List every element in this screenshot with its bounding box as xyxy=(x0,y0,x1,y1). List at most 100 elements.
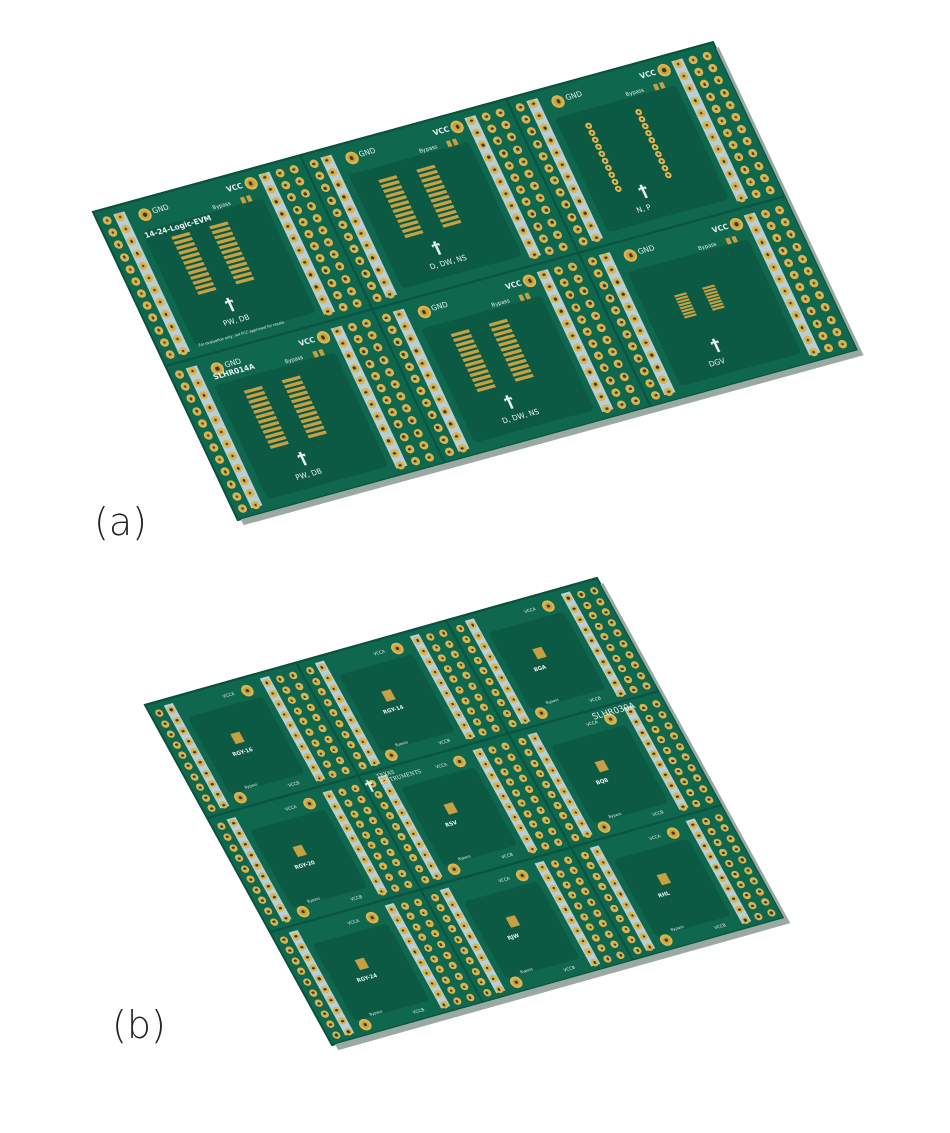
vcc-label: VCC xyxy=(297,335,317,349)
pin-hole xyxy=(595,322,608,333)
vccb-label: VCCB xyxy=(349,893,364,902)
pin-hole xyxy=(771,233,783,244)
pin-hole xyxy=(802,265,815,277)
pin-hole xyxy=(299,692,311,702)
pin-hole xyxy=(808,278,820,289)
pin-hole xyxy=(316,724,328,733)
vccb-pad xyxy=(595,819,613,834)
pin-hole xyxy=(593,621,605,631)
pin-hole xyxy=(301,977,313,987)
pin-hole xyxy=(446,924,458,934)
pin-hole xyxy=(330,207,343,218)
pin-hole xyxy=(417,908,429,918)
pin-hole xyxy=(490,724,502,734)
pin-hole xyxy=(819,302,832,313)
pin-hole xyxy=(383,872,395,882)
pin-hole xyxy=(371,851,383,861)
pin-hole xyxy=(568,865,580,875)
pin-hole xyxy=(597,918,609,928)
pin-hole xyxy=(377,354,390,366)
pin-hole xyxy=(543,163,556,174)
pin-hole xyxy=(644,377,657,389)
pin-hole xyxy=(278,935,290,945)
pin-hole xyxy=(704,91,717,102)
pin-hole xyxy=(706,63,719,74)
vccb-pad xyxy=(232,790,250,806)
pin-hole xyxy=(718,87,731,98)
pin-hole xyxy=(440,914,452,924)
pin-hole xyxy=(528,180,541,191)
pin-hole xyxy=(580,887,592,897)
pin-hole xyxy=(458,982,470,992)
pin-hole xyxy=(522,809,534,819)
pin-hole xyxy=(400,403,413,414)
pin-hole xyxy=(185,393,197,404)
pin-hole xyxy=(227,843,239,853)
pin-hole xyxy=(188,772,200,782)
pin-hole xyxy=(594,596,606,606)
pin-hole xyxy=(649,390,662,401)
pin-hole xyxy=(414,385,427,397)
pin-hole xyxy=(319,183,332,194)
pin-hole xyxy=(284,945,296,955)
pin-hole xyxy=(790,241,803,252)
pin-hole xyxy=(555,869,567,879)
pin-hole xyxy=(591,871,603,881)
pin-hole xyxy=(574,876,586,886)
pin-hole xyxy=(673,766,684,776)
pin-hole xyxy=(321,698,333,708)
pin-hole xyxy=(334,755,345,765)
pin-hole xyxy=(500,742,512,752)
pin-hole xyxy=(593,350,605,361)
pin-hole xyxy=(723,859,735,869)
pin-hole xyxy=(447,961,458,971)
vccb-pad xyxy=(382,748,400,763)
pin-hole xyxy=(717,848,729,858)
pin-hole xyxy=(627,341,639,352)
pin-hole xyxy=(319,265,332,276)
vcc-pad xyxy=(448,119,467,135)
pin-hole xyxy=(303,727,315,737)
pin-hole xyxy=(546,790,558,800)
pin-hole xyxy=(397,431,410,442)
pin-hole xyxy=(403,443,416,455)
pin-hole xyxy=(558,811,570,821)
pin-hole xyxy=(399,901,411,911)
pin-hole xyxy=(733,152,745,163)
pin-hole xyxy=(124,264,136,275)
pin-hole xyxy=(464,956,475,966)
gnd-label: GND xyxy=(429,300,450,313)
pin-hole xyxy=(497,148,510,159)
pin-hole xyxy=(475,977,487,987)
bypass-capacitor-pad xyxy=(245,195,253,203)
pin-hole xyxy=(741,136,754,147)
pin-hole xyxy=(416,933,428,943)
pin-hole xyxy=(684,788,696,798)
pin-hole xyxy=(602,954,614,964)
pin-hole xyxy=(632,945,644,955)
pin-hole xyxy=(401,843,413,853)
pin-hole xyxy=(692,67,705,78)
vcca-pad xyxy=(513,868,531,883)
pin-hole xyxy=(365,280,377,291)
pin-hole xyxy=(562,855,574,865)
pin-hole xyxy=(501,708,513,718)
pin-hole xyxy=(830,326,843,338)
pin-hole xyxy=(173,369,186,380)
vccb-label: VCCB xyxy=(712,922,727,931)
pin-hole xyxy=(350,298,363,309)
pin-hole xyxy=(589,310,602,321)
pin-hole xyxy=(101,215,114,226)
vcca-label: VCCA xyxy=(522,606,537,615)
pin-hole xyxy=(614,914,626,924)
pin-hole xyxy=(540,205,553,216)
pin-hole xyxy=(785,229,797,240)
pin-hole xyxy=(239,864,251,874)
pin-hole xyxy=(581,600,593,610)
pin-hole xyxy=(434,903,446,913)
pin-hole xyxy=(706,827,718,837)
pin-hole xyxy=(557,241,570,252)
pin-hole xyxy=(373,826,384,836)
pin-hole xyxy=(747,901,758,911)
vcc-label: VCC xyxy=(710,222,731,235)
